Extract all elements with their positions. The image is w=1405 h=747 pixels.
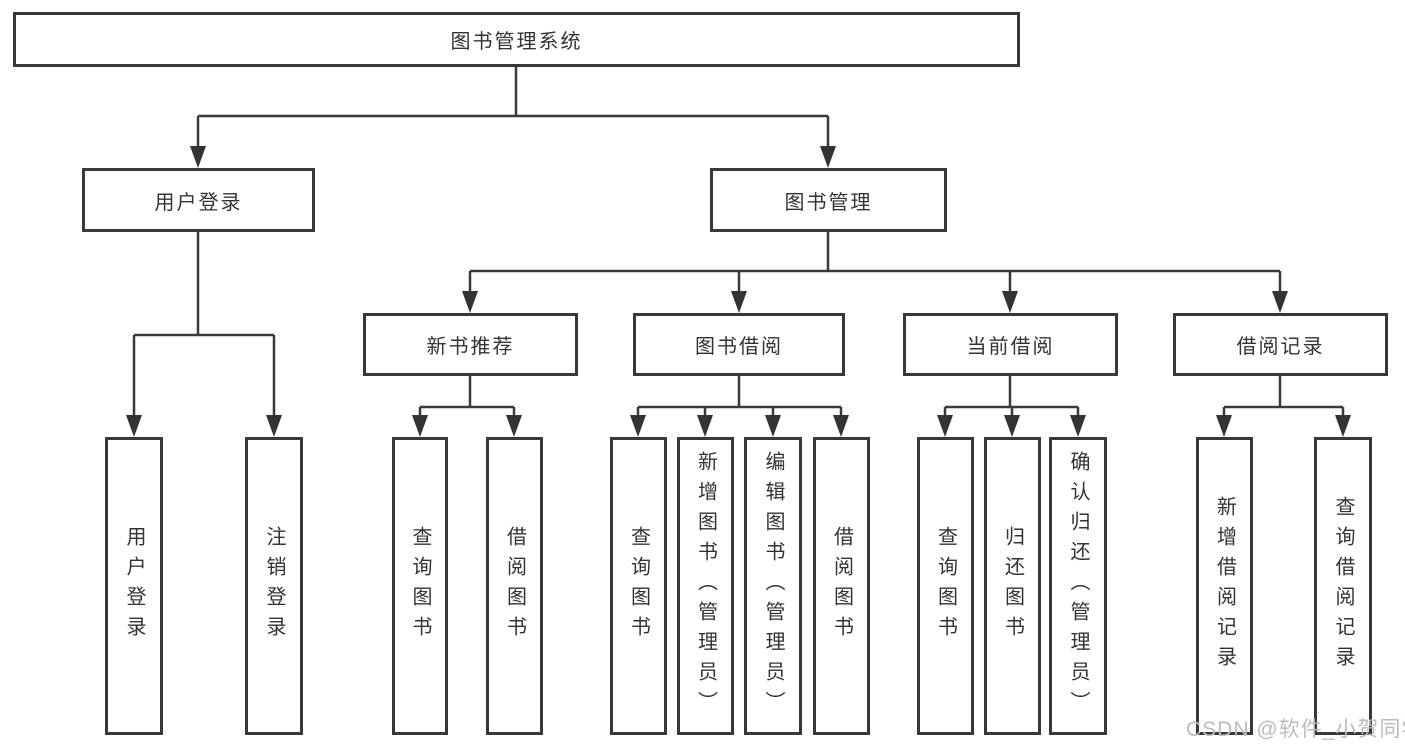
leaf-add-borrow-record: 新增借阅记录 — [1196, 437, 1253, 735]
csdn-watermark: CSDN @软件_小贺同学 — [1186, 718, 1405, 741]
leaf-confirm-return-admin-label: 确认归还（管理员） — [1067, 451, 1089, 721]
leaf-borrow-books-recommend-label: 借阅图书 — [503, 526, 526, 646]
leaf-query-books-borrow-label: 查询图书 — [627, 526, 650, 646]
node-book-borrow: 图书借阅 — [633, 313, 845, 376]
node-root: 图书管理系统 — [13, 12, 1020, 67]
node-current-borrow: 当前借阅 — [903, 313, 1118, 376]
leaf-add-borrow-record-label: 新增借阅记录 — [1213, 496, 1236, 676]
leaf-logout-label: 注销登录 — [263, 526, 285, 646]
leaf-edit-book-admin: 编辑图书（管理员） — [744, 437, 802, 735]
leaf-borrow-books: 借阅图书 — [813, 437, 870, 735]
leaf-query-books-recommend-label: 查询图书 — [409, 526, 431, 646]
leaf-query-books-borrow: 查询图书 — [610, 437, 667, 735]
leaf-query-borrow-record-label: 查询借阅记录 — [1332, 496, 1354, 676]
leaf-confirm-return-admin: 确认归还（管理员） — [1049, 437, 1107, 735]
leaf-add-book-admin: 新增图书（管理员） — [677, 437, 734, 735]
leaf-user-login-label: 用户登录 — [123, 526, 145, 646]
arrowheads — [126, 146, 1351, 437]
leaf-return-books-label: 归还图书 — [1001, 526, 1024, 646]
leaf-query-books-current: 查询图书 — [917, 437, 974, 735]
leaf-borrow-books-recommend: 借阅图书 — [486, 437, 543, 735]
leaf-query-borrow-record: 查询借阅记录 — [1314, 437, 1372, 735]
leaf-query-books-current-label: 查询图书 — [934, 526, 957, 646]
leaf-add-book-admin-label: 新增图书（管理员） — [694, 451, 717, 721]
leaf-user-login: 用户登录 — [105, 437, 163, 735]
leaf-return-books: 归还图书 — [984, 437, 1041, 735]
node-book-management: 图书管理 — [710, 168, 947, 232]
node-new-book-recommend: 新书推荐 — [363, 313, 578, 376]
leaf-borrow-books-label: 借阅图书 — [830, 526, 853, 646]
leaf-query-books-recommend: 查询图书 — [392, 437, 448, 735]
node-borrow-records: 借阅记录 — [1173, 313, 1388, 376]
node-user-login: 用户登录 — [82, 168, 315, 232]
leaf-edit-book-admin-label: 编辑图书（管理员） — [762, 451, 784, 721]
leaf-logout: 注销登录 — [245, 437, 303, 735]
